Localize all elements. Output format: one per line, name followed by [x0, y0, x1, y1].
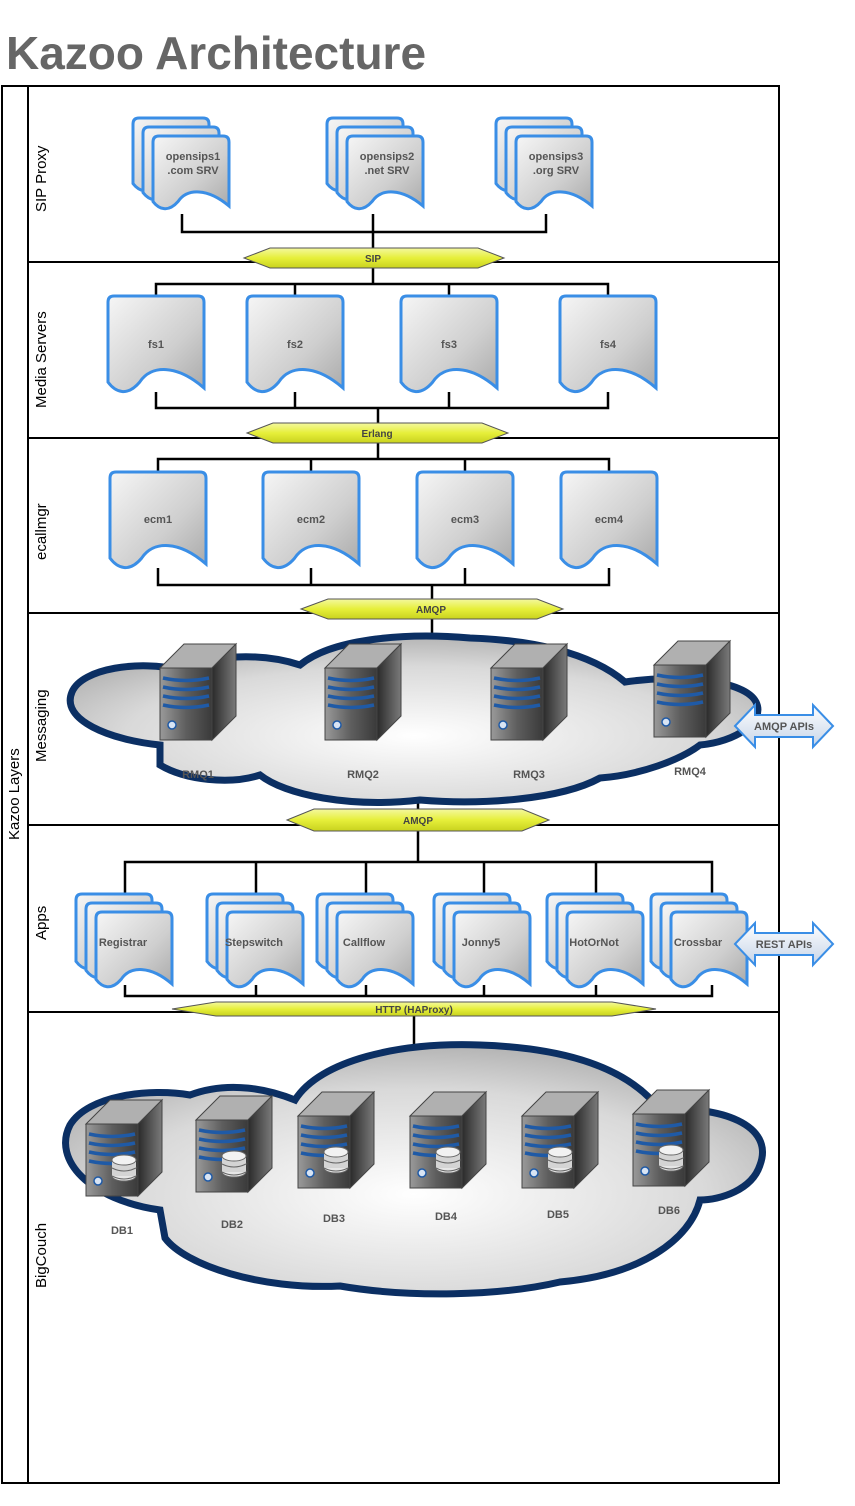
app-label: Registrar: [99, 937, 148, 949]
sip-proxy-label-line1: opensips3: [529, 151, 583, 163]
db-server-db3: [296, 1090, 376, 1190]
sip-proxy-1: [151, 134, 231, 211]
ecallmgr-label: ecm3: [451, 514, 479, 526]
media-server-label: fs1: [148, 339, 164, 351]
db-label: DB2: [221, 1219, 243, 1231]
ecallmgr-label: ecm4: [595, 514, 624, 526]
media-server-group: fs1 fs2 fs3 fs4: [106, 294, 658, 393]
db-server-db2: [194, 1094, 274, 1194]
db-label: DB4: [435, 1211, 458, 1223]
ecallmgr-group: ecm1 ecm2 ecm3 ecm4: [108, 470, 659, 569]
app-hotornot: [565, 910, 645, 989]
ecallmgr-label: ecm2: [297, 514, 325, 526]
sip-proxy-3: [514, 134, 594, 211]
app-jonny5: [452, 910, 532, 989]
ecallmgr-ecm4: [559, 470, 659, 569]
connector-amqp-top-label: AMQP: [416, 605, 446, 616]
db-server-db5: [520, 1090, 600, 1190]
rmq-group: RMQ1 RMQ2 RMQ3 RMQ4: [158, 639, 732, 781]
amqp-apis-label: AMQP APIs: [754, 721, 814, 733]
ecallmgr-ecm1: [108, 470, 208, 569]
db-label: DB1: [111, 1225, 133, 1237]
rmq-server-rmq2: [323, 642, 403, 742]
rmq-label: RMQ3: [513, 769, 545, 781]
connector-http: HTTP (HAProxy): [171, 1001, 657, 1017]
app-stepswitch: [225, 910, 305, 989]
rmq-server-rmq4: [652, 639, 732, 739]
media-server-fs4: [558, 294, 658, 393]
connector-amqp-bottom: AMQP: [285, 808, 551, 832]
ecallmgr-label: ecm1: [144, 514, 172, 526]
connector-sip: SIP: [242, 247, 506, 269]
kazoo-layers-column: [1, 85, 29, 1484]
media-server-label: fs3: [441, 339, 457, 351]
app-label: HotOrNot: [569, 937, 619, 949]
app-label: Callflow: [343, 937, 386, 949]
media-server-fs2: [245, 294, 345, 393]
app-label: Jonny5: [462, 937, 501, 949]
app-registrar: [94, 910, 174, 989]
connector-lines: [123, 214, 714, 1050]
connector-http-label: HTTP (HAProxy): [375, 1005, 453, 1016]
media-server-fs3: [399, 294, 499, 393]
sip-proxy-group: opensips1 .com SRV opensips2 .net SRV opensi…: [131, 116, 594, 211]
sip-proxy-label-line2: .org SRV: [533, 165, 580, 177]
connector-erlang: Erlang: [245, 422, 510, 444]
ecallmgr-ecm3: [415, 470, 515, 569]
db-server-db4: [408, 1090, 488, 1190]
rmq-server-rmq1: [158, 642, 238, 742]
connector-amqp-top: AMQP: [299, 598, 565, 620]
amqp-apis-arrow: AMQP APIs: [733, 702, 835, 750]
db-label: DB5: [547, 1209, 569, 1221]
rest-apis-arrow: REST APIs: [733, 920, 835, 968]
sip-proxy-label-line1: opensips1: [166, 151, 220, 163]
apps-group: Registrar Stepswitch Callflow Jonny5 HotOrNo…: [74, 892, 749, 989]
app-label: Crossbar: [674, 937, 723, 949]
db-label: DB6: [658, 1205, 680, 1217]
rmq-label: RMQ2: [347, 769, 379, 781]
rest-apis-label: REST APIs: [756, 939, 812, 951]
sip-proxy-2: [345, 134, 425, 211]
db-label: DB3: [323, 1213, 345, 1225]
media-server-fs1: [106, 294, 206, 393]
ecallmgr-ecm2: [261, 470, 361, 569]
db-server-db1: [84, 1098, 164, 1198]
app-callflow: [335, 910, 415, 989]
db-server-db6: [631, 1088, 711, 1188]
app-crossbar: [669, 910, 749, 989]
rmq-server-rmq3: [489, 642, 569, 742]
kazoo-layers-frame: [1, 85, 780, 1484]
media-server-label: fs4: [600, 339, 617, 351]
sip-proxy-label-line2: .net SRV: [364, 165, 410, 177]
page-title: Kazoo Architecture: [6, 27, 427, 79]
rmq-label: RMQ4: [674, 766, 707, 778]
app-label: Stepswitch: [225, 937, 283, 949]
connector-sip-label: SIP: [365, 254, 381, 265]
connector-erlang-label: Erlang: [361, 429, 392, 440]
connector-amqp-bottom-label: AMQP: [403, 816, 433, 827]
sip-proxy-label-line2: .com SRV: [167, 165, 219, 177]
rmq-label: RMQ1: [182, 769, 214, 781]
db-group: DB1 DB2 DB3 DB4 DB5 DB6: [84, 1088, 711, 1237]
media-server-label: fs2: [287, 339, 303, 351]
sip-proxy-label-line1: opensips2: [360, 151, 414, 163]
